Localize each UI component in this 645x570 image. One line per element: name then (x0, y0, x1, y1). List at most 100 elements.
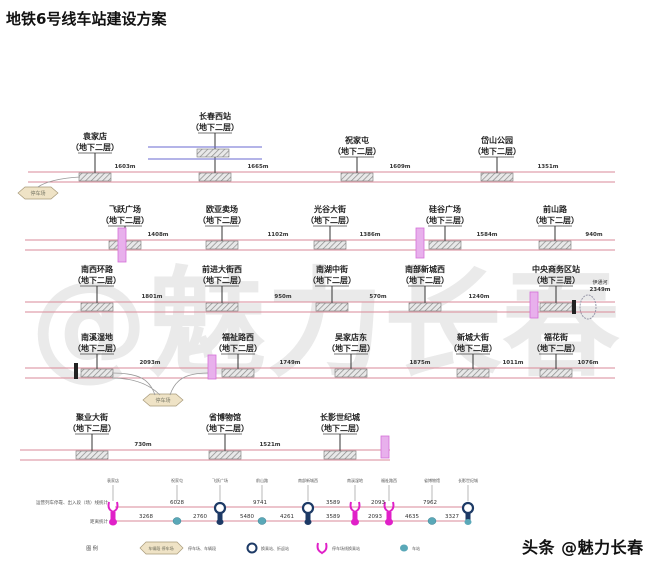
station-level: （地下二层） (201, 423, 249, 433)
distance-label: 1609m (389, 164, 410, 170)
transfer-ring-icon (461, 501, 475, 515)
brand-watermark: 头条 @魅力长春 (522, 538, 644, 557)
distance-label: 1665m (247, 164, 268, 170)
station: 吴家店东（地下二层） (327, 332, 375, 378)
distance-label: 1801m (141, 294, 162, 300)
station: 福祉路西（地下二层） (214, 332, 262, 378)
distance-label: 1603m (114, 164, 135, 170)
legend-depot-icon (139, 541, 184, 555)
station-level: （地下二层） (214, 343, 262, 353)
schematic-station-name: 南溪湿地 (347, 477, 363, 483)
distance-label: 1102m (267, 232, 288, 238)
legend-depot-text: 停车场、车辆段 (188, 545, 216, 551)
distance-label: 730m (134, 442, 151, 448)
platform-box (480, 172, 514, 182)
station-dot (304, 519, 312, 525)
segment-value: 3268 (139, 514, 153, 520)
station-level: （地下二层） (316, 423, 364, 433)
legend-dot-icon (400, 544, 408, 552)
station-dot (216, 519, 224, 525)
station-dot (427, 517, 437, 525)
station: 福花街（地下二层） (532, 332, 580, 378)
station-name: 飞跃广场 (109, 204, 141, 214)
station-name: 硅谷广场 (429, 204, 461, 214)
station-dot (109, 518, 117, 526)
schematic-station-name: 省博物馆 (424, 477, 440, 483)
schematic-station-name: 福祉路西 (381, 477, 397, 483)
station-name: 祝家屯 (345, 135, 369, 145)
platform-box (539, 368, 573, 378)
station-level: （地下二层） (532, 343, 580, 353)
distance-label: 1408m (147, 232, 168, 238)
station-name: 中央商务区站 (532, 264, 580, 274)
transfer-stem (217, 513, 223, 524)
station-dot (385, 518, 393, 526)
platform-box (323, 450, 357, 460)
watermark: @魅力长春 (30, 255, 620, 393)
segment-value: 2093 (371, 500, 385, 506)
platform-box (205, 302, 239, 312)
segment-value: 5480 (240, 514, 254, 520)
station-name: 南溪湿地 (81, 332, 113, 342)
segment-value: 4635 (405, 514, 419, 520)
legend-depot-badge: 车辆段 停车场 (148, 545, 173, 551)
station-level: （地下二层） (473, 146, 521, 156)
schematic-station-name: 前山路 (256, 477, 268, 483)
platform-box (198, 172, 232, 182)
segment-value: 2093 (368, 514, 382, 520)
schematic-station-name: 长影世纪城 (458, 477, 478, 483)
line-end-buffer (572, 300, 576, 314)
depot-label: 停车场 (30, 190, 45, 197)
track-row-3: 南西环路（地下二层）前进大街西（地下二层）南湖中街（地下二层）南部新城西（地下二… (25, 264, 615, 320)
platform-box (428, 240, 462, 250)
station-level: （地下三层） (532, 275, 580, 285)
station-level: （地下二层） (306, 215, 354, 225)
transfer-stem (305, 513, 311, 524)
station-dot (351, 518, 359, 526)
legend-ring-text: 换乘站、折返站 (261, 545, 289, 551)
depot-icon (17, 186, 59, 200)
distance-label: 1521m (259, 442, 280, 448)
station-level: （地下二层） (198, 215, 246, 225)
station-level: （地下二层） (327, 343, 375, 353)
platform-box (456, 368, 490, 378)
transfer-ring-icon (213, 501, 227, 515)
station-level: （地下二层） (401, 275, 449, 285)
station-name: 光谷大街 (313, 204, 346, 214)
segment-value: 3327 (445, 514, 459, 520)
station-name: 前进大街西 (202, 264, 242, 274)
station-dot (172, 517, 182, 525)
station-level: （地下二层） (333, 146, 381, 156)
legend-dot-text: 车站 (412, 545, 420, 551)
transfer-ring-icon (301, 501, 315, 515)
station: 南溪湿地（地下二层） (73, 332, 121, 378)
legend-fork-text: 停车场线换乘站 (332, 545, 360, 551)
station-level: （地下二层） (71, 142, 119, 152)
row-label: 距离统计 (90, 518, 108, 525)
rail-station-box (196, 148, 230, 158)
station-level: （地下二层） (191, 122, 239, 132)
distance-label: 1011m (502, 360, 523, 366)
station: 前进大街西（地下二层） (198, 264, 246, 312)
track-row-4: 南溪湿地（地下二层）福祉路西（地下二层）吴家店东（地下二层）新城大街（地下二层）… (25, 332, 615, 379)
platform-box (408, 302, 442, 312)
segment-value: 9741 (253, 500, 267, 506)
station-level: （地下二层） (308, 275, 356, 285)
platform-box (539, 302, 573, 312)
platform-box (80, 302, 114, 312)
river-label: 伊通河 (592, 279, 607, 286)
depot-access-track (169, 372, 209, 396)
distance-label: 1875m (409, 360, 430, 366)
line-start-buffer (74, 363, 78, 379)
segment-value: 3589 (326, 514, 340, 520)
station: 硅谷广场（地下三层） (421, 204, 469, 250)
platform-box (205, 240, 239, 250)
distance-label: 1386m (359, 232, 380, 238)
station-name: 南部新城西 (405, 264, 445, 274)
depot-access-track (111, 372, 161, 396)
platform-box (75, 450, 109, 460)
station: 祝家屯（地下二层） (333, 135, 381, 182)
station-dot (464, 519, 472, 525)
platform-box (315, 302, 349, 312)
